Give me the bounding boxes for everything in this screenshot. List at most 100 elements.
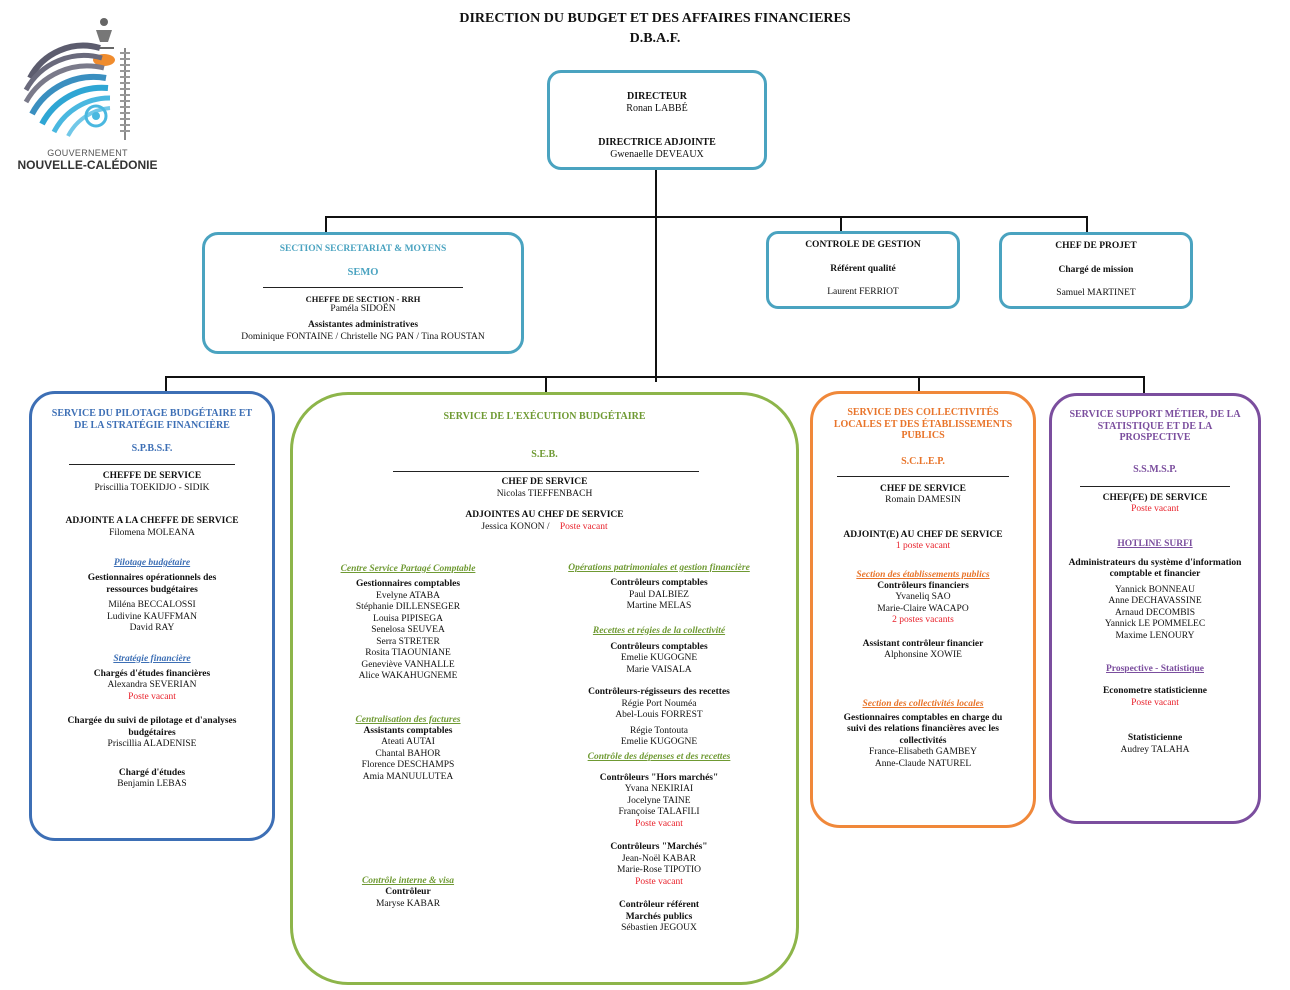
semo-title: SECTION SECRETARIAT & MOYENS — [279, 244, 447, 254]
list-item: Geneviève VANHALLE — [361, 659, 455, 670]
list-item: Emelie KUGOGNE — [620, 653, 698, 663]
list-item: Marie-Rose TIPOTIO — [617, 865, 701, 875]
controle-role: Référent qualité — [830, 263, 896, 274]
seb-box: SERVICE DE L'EXÉCUTION BUDGÉTAIRE S.E.B.… — [290, 392, 799, 985]
seb-csp-title: Centre Service Partagé Comptable — [340, 564, 476, 574]
seb-m-role: Contrôleurs "Marchés" — [610, 842, 708, 852]
list-item: Stéphanie DILLENSEGER — [355, 602, 461, 612]
nouvelle-caledonie-emblem-icon — [23, 18, 130, 140]
projet-name: Samuel MARTINET — [1056, 288, 1136, 298]
seb-deputy-line: Jessica KONON / Poste vacant — [293, 522, 796, 534]
list-item: Jean-Noël KABAR — [621, 853, 697, 864]
seb-interne-name: Maryse KABAR — [375, 898, 441, 909]
connector-upper-horizontal — [325, 216, 1087, 218]
spbsf-strategie-title: Stratégie financière — [113, 653, 191, 664]
semo-divider — [263, 286, 463, 288]
ssmsp-stat-role: Statisticienne — [1127, 733, 1183, 743]
list-item: Florence DESCHAMPS — [361, 760, 455, 770]
deputy-name: Gwenaelle DEVEAUX — [610, 149, 704, 160]
seb-deputy-name: Jessica KONON / — [481, 522, 550, 532]
sclep-assist-role: Assistant contrôleur financier — [862, 638, 984, 649]
seb-hm-vacant: Poste vacant — [635, 818, 683, 829]
seb-ref-name: Sébastien JEGOUX — [621, 923, 697, 933]
connector-lower-1 — [165, 376, 167, 393]
sclep-title: SERVICE DES COLLECTIVITÉS LOCALES ET DES… — [833, 407, 1013, 441]
connector-upper-left — [325, 216, 327, 234]
projet-title: CHEF DE PROJET — [1055, 241, 1137, 251]
connector-lower-4 — [1143, 376, 1145, 393]
sclep-deputy-role: ADJOINT(E) AU CHEF DE SERVICE — [843, 529, 1003, 540]
logo-line1: GOUVERNEMENT — [47, 148, 128, 158]
list-item: Rosita TIAOUNIANE — [365, 648, 451, 658]
list-item: Maxime LENOURY — [1115, 630, 1195, 641]
seb-recettes-title: Recettes et régies de la collectivité — [592, 625, 726, 636]
spbsf-pilotage-title: Pilotage budgétaire — [113, 558, 191, 568]
controle-name: Laurent FERRIOT — [827, 287, 899, 297]
list-item: Jocelyne TAINE — [627, 795, 691, 806]
connector-lower-horizontal — [165, 376, 1145, 378]
list-item: Martine MELAS — [626, 601, 692, 611]
spbsf-box: SERVICE DU PILOTAGE BUDGÉTAIRE ET DE LA … — [29, 391, 275, 841]
spbsf-pilotage-role: Gestionnaires opérationnels des ressourc… — [87, 573, 217, 595]
seb-interne-role: Contrôleur — [385, 887, 431, 897]
semo-assist-names: Dominique FONTAINE / Christelle NG PAN /… — [241, 331, 485, 342]
spbsf-chief-name: Priscillia TOEKIDJO - SIDIK — [94, 482, 210, 493]
spbsf-etudes-role: Chargé d'études — [118, 767, 186, 778]
sclep-divider — [837, 475, 1009, 477]
spbsf-strategie-role: Chargés d'études financières — [93, 668, 211, 679]
logo: GOUVERNEMENT NOUVELLE-CALÉDONIE — [10, 8, 165, 173]
list-item: France-Elisabeth GAMBEY — [869, 747, 977, 757]
connector-lower-3 — [918, 376, 920, 392]
ssmsp-hotline-role: Administrateurs du système d'information… — [1068, 557, 1242, 580]
list-item: Françoise TALAFILI — [618, 807, 700, 817]
sclep-coll-title: Section des collectivités locales — [862, 698, 984, 709]
semo-acronym: SEMO — [347, 266, 379, 278]
spbsf-suivi-role: Chargée du suivi de pilotage et d'analys… — [67, 716, 237, 738]
semo-head-name: Paméla SIDOËN — [330, 303, 396, 314]
director-name: Ronan LABBÉ — [626, 103, 688, 114]
sclep-assist-name: Alphonsine XOWIE — [884, 650, 962, 660]
list-item: Miléna BECCALOSSI — [108, 600, 196, 610]
sclep-chief-role: CHEF DE SERVICE — [880, 483, 966, 494]
controle-gestion-box: CONTROLE DE GESTION Référent qualité Lau… — [766, 231, 960, 309]
projet-role: Chargé de mission — [1058, 264, 1134, 275]
page-title: DIRECTION DU BUDGET ET DES AFFAIRES FINA… — [459, 11, 851, 26]
list-item: Marie-Claire WACAPO — [877, 603, 969, 614]
list-item: Louisa PIPISEGA — [373, 613, 443, 624]
ssmsp-chief-role: CHEF(FE) DE SERVICE — [1102, 492, 1208, 503]
list-item: Senelosa SEUVEA — [371, 625, 445, 635]
spbsf-suivi-name: Priscillia ALADENISE — [107, 739, 197, 749]
ssmsp-box: SERVICE SUPPORT MÉTIER, DE LA STATISTIQU… — [1049, 393, 1261, 824]
sclep-coll-role: Gestionnaires comptables en charge du su… — [843, 712, 1003, 746]
seb-left-column: Centre Service Partagé Comptable Gestion… — [323, 563, 493, 910]
semo-box: SECTION SECRETARIAT & MOYENS SEMO CHEFFE… — [202, 232, 524, 354]
ssmsp-title: SERVICE SUPPORT MÉTIER, DE LA STATISTIQU… — [1069, 409, 1241, 443]
seb-ref-role1: Contrôleur référent — [618, 900, 700, 910]
seb-divider — [393, 471, 699, 472]
list-item: Paul DALBIEZ — [629, 589, 689, 600]
sclep-box: SERVICE DES COLLECTIVITÉS LOCALES ET DES… — [810, 391, 1036, 828]
seb-hm-role: Contrôleurs "Hors marchés" — [599, 772, 719, 783]
seb-factures-title: Centralisation des factures — [355, 714, 461, 725]
seb-depenses-title: Contrôle des dépenses et des recettes — [587, 751, 731, 762]
seb-right-column: Opérations patrimoniales et gestion fina… — [559, 562, 759, 935]
list-item: Arnaud DECOMBIS — [1115, 607, 1195, 618]
direction-box: DIRECTEUR Ronan LABBÉ DIRECTRICE ADJOINT… — [547, 70, 767, 170]
spbsf-etudes-name: Benjamin LEBAS — [117, 779, 187, 789]
list-item: Régie Tontouta — [630, 725, 688, 736]
semo-head-role: CHEFFE DE SECTION - RRH — [305, 293, 421, 304]
deputy-role: DIRECTRICE ADJOINTE — [598, 137, 716, 148]
list-item: Yvana NEKIRIAI — [624, 784, 694, 794]
list-item: Ateati AUTAI — [381, 737, 435, 747]
ssmsp-chief-vacant: Poste vacant — [1131, 504, 1179, 514]
spbsf-title: SERVICE DU PILOTAGE BUDGÉTAIRE ET DE LA … — [51, 408, 253, 431]
seb-factures-role: Assistants comptables — [363, 725, 453, 736]
ssmsp-econ-role: Econometre statisticienne — [1102, 686, 1208, 696]
spbsf-strategie-name: Alexandra SEVERIAN — [107, 680, 197, 690]
list-item: Serra STRETER — [376, 636, 440, 647]
semo-assist-role: Assistantes administratives — [307, 320, 419, 330]
seb-chief-role: CHEF DE SERVICE — [501, 477, 588, 487]
list-item: Yvaneliq SAO — [895, 592, 951, 602]
spbsf-acronym: S.P.B.S.F. — [131, 443, 173, 454]
ssmsp-stat-name: Audrey TALAHA — [1120, 744, 1190, 755]
